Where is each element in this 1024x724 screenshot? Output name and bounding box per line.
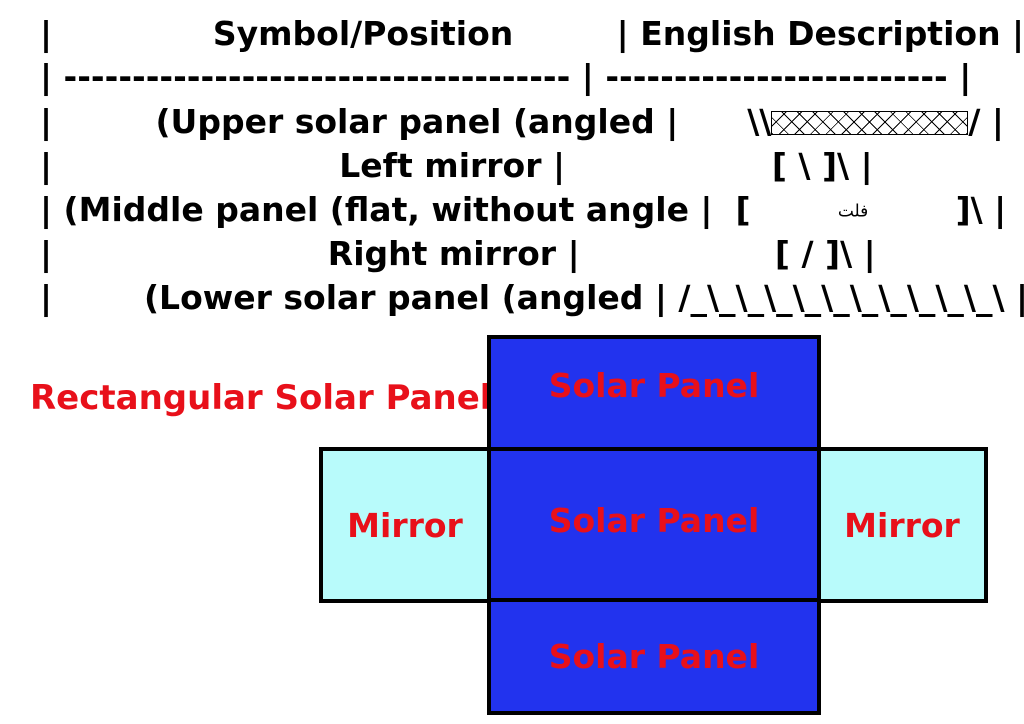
- row-upper-right: / |: [968, 102, 1004, 141]
- top-solar-panel-label: Solar Panel: [548, 366, 760, 405]
- table-row-lower-panel: | (Lower solar panel (angled | /_\_\_\_\…: [40, 278, 1024, 317]
- row-middle-right: ]\ |: [955, 190, 1007, 229]
- table-row-middle-panel: | (Middle panel (flat, without angle | […: [40, 190, 1006, 232]
- middle-solar-panel-label: Solar Panel: [548, 500, 760, 540]
- row-upper-left: | (Upper solar panel (angled | \\: [40, 102, 772, 141]
- table-separator: | ------------------------------------- …: [40, 57, 972, 96]
- right-mirror: Mirror: [816, 447, 988, 603]
- bottom-solar-panel: Solar Panel: [487, 598, 821, 715]
- table-row-left-mirror: | Left mirror | [ \ ]\ |: [40, 146, 873, 185]
- bottom-solar-panel-label: Solar Panel: [548, 637, 760, 676]
- top-solar-panel: Solar Panel: [487, 335, 821, 452]
- right-mirror-label: Mirror: [844, 505, 960, 545]
- hatched-panel-symbol: [771, 111, 969, 135]
- row-middle-left: | (Middle panel (flat, without angle | [: [40, 190, 751, 229]
- arabic-flat-label: فلت: [837, 201, 869, 222]
- middle-solar-panel: Solar Panel: [487, 447, 821, 603]
- table-header: | Symbol/Position | English Description …: [40, 14, 1024, 53]
- table-row-right-mirror: | Right mirror | [ / ]\ |: [40, 234, 876, 273]
- diagram-title: Rectangular Solar Panel: [30, 378, 492, 418]
- left-mirror: Mirror: [319, 447, 491, 603]
- left-mirror-label: Mirror: [347, 505, 463, 545]
- table-row-upper-panel: | (Upper solar panel (angled | \\ / |: [40, 102, 1004, 142]
